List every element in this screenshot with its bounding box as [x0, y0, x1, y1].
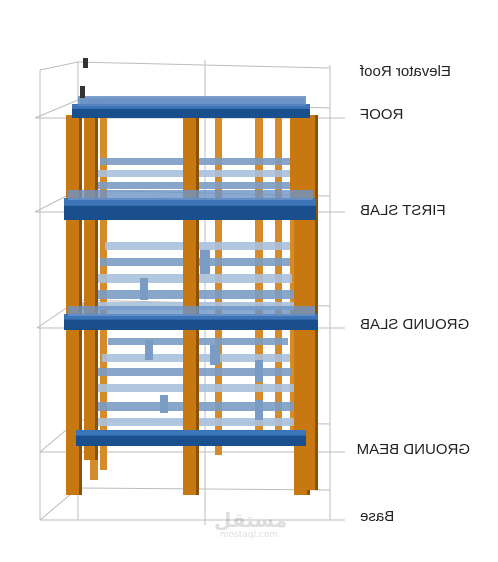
level-label-roof: ROOF [360, 106, 404, 123]
back-column [215, 115, 222, 455]
elevator-roof-post [80, 86, 85, 98]
front-column [290, 118, 298, 210]
edge-beam-top [64, 314, 318, 320]
cross-beam [255, 400, 263, 420]
first-slab-top [68, 190, 313, 200]
back-column [290, 115, 297, 445]
ground-slab-top [68, 306, 315, 316]
column-shadow [315, 115, 318, 490]
grid-line [34, 99, 79, 119]
level-label-first-slab: FIRST SLAB [360, 202, 446, 219]
cross-beam [145, 340, 153, 360]
column-shadow [79, 115, 82, 495]
column-shadow [95, 115, 98, 460]
column-shadow [196, 115, 199, 495]
cross-beam [255, 360, 263, 382]
level-label-elevator-roof: Elevator Roof [360, 63, 451, 80]
grid-line [77, 487, 331, 491]
elevator-roof-post [83, 58, 88, 68]
mostaql-logo: مستقل mostaql.com [214, 508, 288, 540]
grid-line [77, 61, 331, 69]
edge-beam-top [64, 198, 316, 206]
cross-beam [160, 395, 168, 413]
level-label-ground-beam: GROUND BEAM [356, 441, 470, 458]
cross-beam [210, 345, 220, 365]
cross-beam [140, 278, 148, 300]
cross-beam [200, 250, 210, 274]
level-label-ground-slab: GROUND SLAB [360, 316, 470, 333]
edge-beam-top [76, 430, 306, 436]
edge-beam-top [72, 104, 310, 109]
back-column [100, 100, 107, 470]
front-column [70, 118, 78, 210]
grid-line [39, 61, 79, 71]
roof-slab-top [78, 96, 306, 106]
